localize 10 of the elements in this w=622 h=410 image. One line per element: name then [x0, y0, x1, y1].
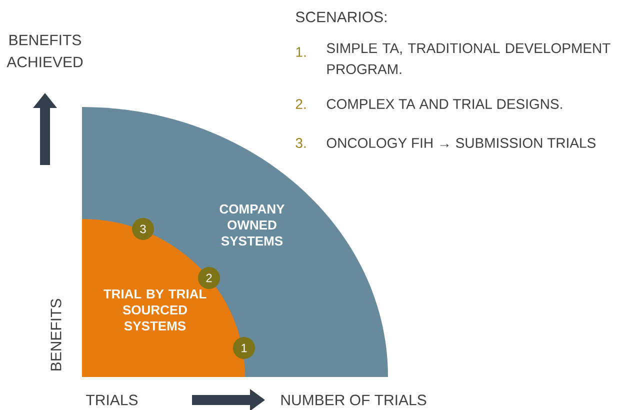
list-item: SIMPLE TA, TRADITIONAL DEVELOPMENT PROGRAM.	[326, 43, 610, 74]
list-heading: SCENARIOS:	[296, 12, 386, 22]
axis-label: BENEFITS ACHIEVED	[6, 34, 83, 68]
list-number: 3.	[296, 138, 306, 148]
axis-label: NUMBER OF TRIALS	[281, 394, 426, 406]
axis-label: BENEFITS	[50, 299, 62, 370]
list-number: 1.	[296, 47, 306, 57]
list-number: 2.	[296, 99, 306, 109]
axis-label: TRIALS	[86, 394, 138, 406]
list-item: COMPLEX TA AND TRIAL DESIGNS.	[326, 99, 562, 109]
